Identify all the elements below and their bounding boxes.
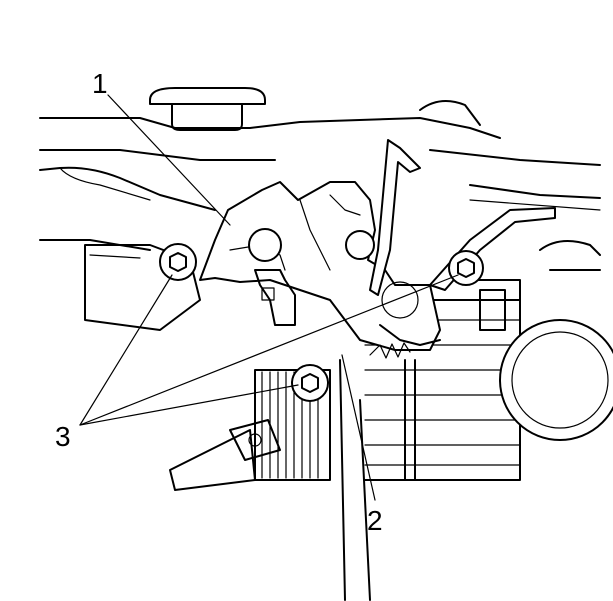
callout-label-3: 3 bbox=[55, 421, 71, 452]
round-component bbox=[499, 240, 613, 441]
leader-line-3c bbox=[79, 274, 459, 426]
radiator-fins bbox=[169, 279, 521, 491]
support-frame bbox=[229, 359, 416, 601]
leader-lines bbox=[79, 94, 459, 501]
leader-line-2 bbox=[341, 354, 376, 501]
left-bracket bbox=[84, 244, 201, 331]
callout-label-1: 1 bbox=[92, 68, 108, 99]
leader-line-3b bbox=[79, 384, 299, 426]
leader-line-3a bbox=[79, 274, 173, 426]
callout-label-2: 2 bbox=[367, 505, 383, 536]
hood-latch-assembly bbox=[159, 139, 556, 402]
background-upper-structure bbox=[39, 87, 601, 251]
leader-line-1 bbox=[107, 94, 231, 226]
